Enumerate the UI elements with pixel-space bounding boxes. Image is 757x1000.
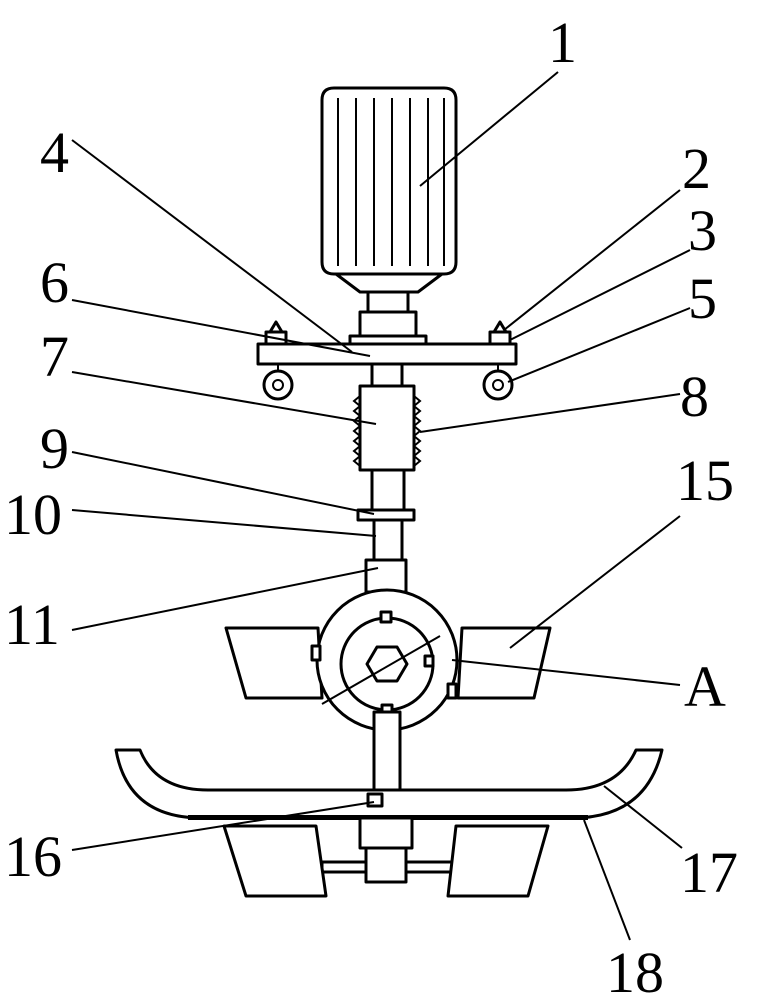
frame-bolt [366, 792, 384, 808]
lower-right-blade [446, 824, 550, 898]
label-11: 11 [4, 592, 60, 657]
label-17: 17 [680, 840, 738, 905]
label-16: 16 [4, 824, 62, 889]
leader-18 [583, 819, 631, 941]
lower-hub [320, 816, 454, 884]
label-1: 1 [548, 10, 577, 75]
leader-2 [503, 189, 681, 331]
leader-A [451, 659, 681, 686]
leader-gear [321, 635, 441, 705]
labels: 1 2 3 5 4 6 7 8 9 10 11 15 A 16 17 18 [4, 10, 738, 1000]
upper-right-blade [456, 626, 552, 700]
label-3: 3 [688, 198, 717, 263]
label-5: 5 [688, 266, 717, 331]
right-bolt [488, 320, 512, 346]
leader-7 [71, 371, 377, 425]
leader-3 [509, 249, 691, 341]
label-9: 9 [40, 416, 69, 481]
label-7: 7 [40, 324, 69, 389]
leader-6 [71, 299, 371, 357]
leader-5 [507, 307, 691, 383]
leader-11 [71, 567, 379, 631]
label-2: 2 [682, 136, 711, 201]
scraper-frame [114, 748, 664, 820]
label-8: 8 [680, 364, 709, 429]
telescopic-sleeve [352, 384, 422, 472]
right-wheel [482, 364, 514, 401]
left-wheel [262, 364, 294, 401]
leader-16 [71, 801, 375, 851]
label-18: 18 [606, 940, 664, 1000]
label-6: 6 [40, 250, 69, 315]
label-15: 15 [676, 448, 734, 513]
label-4: 4 [40, 120, 69, 185]
lower-left-blade [222, 824, 328, 898]
motor-mount [348, 290, 428, 348]
upper-shaft [370, 362, 404, 388]
leader-10 [71, 509, 377, 537]
upper-left-blade [224, 626, 324, 700]
gear-housing [310, 588, 459, 732]
leader-1 [419, 71, 559, 187]
lower-shaft [356, 468, 416, 612]
label-10: 10 [4, 482, 62, 547]
motor [320, 86, 458, 294]
left-bolt [264, 320, 288, 346]
leader-9 [71, 451, 375, 515]
leader-4 [71, 139, 353, 353]
label-A: A [684, 654, 726, 719]
leader-17 [603, 785, 683, 849]
support-plate [256, 342, 518, 366]
leader-8 [419, 393, 681, 433]
leader-15 [509, 515, 681, 649]
leader-lines [71, 71, 691, 941]
